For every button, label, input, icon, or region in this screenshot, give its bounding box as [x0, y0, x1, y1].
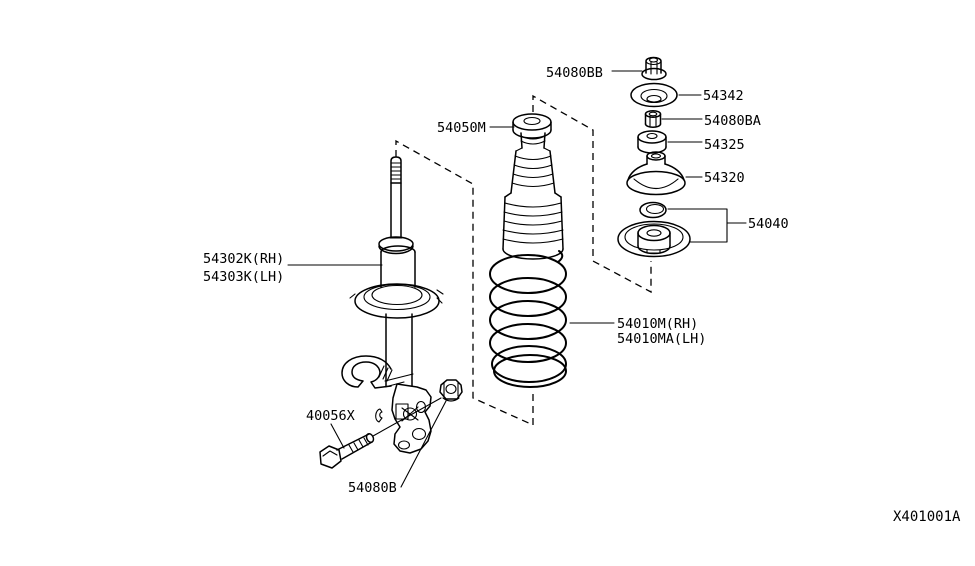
upper-mount-drawing	[626, 151, 686, 196]
part-label-54040: 54040	[748, 216, 789, 232]
part-labels: 54080BB 54342 54080BA 54325 54320 54040 …	[203, 65, 961, 525]
flange-nut-drawing	[439, 379, 463, 402]
strut-drawing	[341, 156, 444, 454]
washer-drawing	[630, 82, 678, 108]
leader-lines	[287, 70, 747, 488]
part-label-54302K-RH: 54302K(RH)	[203, 251, 284, 267]
diagram-id-label: X401001A	[893, 509, 961, 525]
part-label-54080BB: 54080BB	[546, 65, 603, 81]
part-label-54342: 54342	[703, 88, 744, 104]
part-label-54010MA-LH: 54010MA(LH)	[617, 331, 706, 347]
lock-nut-drawing	[641, 56, 667, 81]
bushing-drawing	[637, 130, 667, 154]
small-nut-drawing	[644, 110, 662, 128]
part-label-54050M: 54050M	[437, 120, 486, 136]
assembly-dashed-lines	[395, 94, 652, 427]
spring-seat-drawing	[617, 220, 691, 258]
snap-ring-drawing	[639, 201, 667, 219]
part-label-54303K-LH: 54303K(LH)	[203, 269, 284, 285]
part-label-54320: 54320	[704, 170, 745, 186]
coil-spring-drawing	[489, 250, 567, 388]
part-label-54325: 54325	[704, 137, 745, 153]
bolt-drawing	[319, 397, 442, 469]
boot-drawing	[502, 113, 564, 260]
part-label-40056X: 40056X	[306, 408, 355, 424]
part-label-54080B: 54080B	[348, 480, 397, 496]
part-label-54080BA: 54080BA	[704, 113, 761, 129]
part-label-54010M-RH: 54010M(RH)	[617, 316, 698, 332]
